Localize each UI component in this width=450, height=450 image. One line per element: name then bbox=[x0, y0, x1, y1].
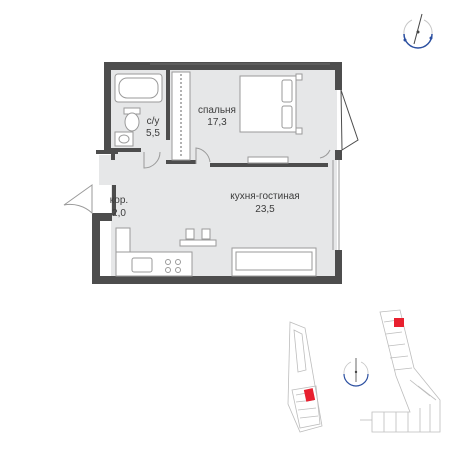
inner-walls bbox=[96, 70, 328, 215]
room-bedroom: спальня 17,3 bbox=[198, 105, 236, 128]
tv-unit bbox=[247, 156, 289, 164]
bathroom-door bbox=[143, 151, 161, 169]
highlighted-apartment-marker bbox=[394, 318, 404, 327]
floor-area bbox=[99, 70, 337, 282]
bed bbox=[239, 73, 303, 135]
kitchen-counter bbox=[115, 251, 193, 277]
room-area-bedroom: 17,3 bbox=[207, 117, 227, 128]
room-name-kitchen-living: кухня-гостиная bbox=[230, 191, 299, 202]
wardrobe bbox=[171, 71, 191, 161]
site-plan-map bbox=[287, 309, 441, 433]
room-name-bedroom: спальня bbox=[198, 105, 236, 116]
washbasin bbox=[114, 131, 134, 147]
bedroom-window-door-arc bbox=[319, 149, 331, 159]
windows bbox=[150, 63, 340, 250]
bedroom-door bbox=[195, 147, 211, 164]
entrance-door bbox=[63, 184, 93, 215]
toilet bbox=[123, 107, 141, 132]
room-area-kitchen-living: 23,5 bbox=[255, 204, 275, 215]
dining-table bbox=[179, 228, 217, 247]
balcony-door bbox=[340, 89, 359, 151]
bathtub bbox=[114, 73, 163, 103]
sofa bbox=[231, 247, 317, 277]
compass-icon bbox=[403, 13, 433, 49]
room-corridor: кор. 2,0 bbox=[110, 195, 128, 219]
room-bathroom: с/у 5,5 bbox=[146, 116, 160, 139]
room-kitchen-living: кухня-гостиная 23,5 bbox=[230, 191, 299, 215]
highlighted-building-marker bbox=[303, 388, 316, 402]
room-name-corridor: кор. bbox=[110, 195, 128, 206]
outer-walls bbox=[92, 62, 342, 284]
room-area-bathroom: 5,5 bbox=[146, 128, 160, 139]
room-area-corridor: 2,0 bbox=[112, 208, 126, 219]
site-compass-icon bbox=[343, 358, 369, 387]
room-name-bathroom: с/у bbox=[147, 116, 160, 127]
